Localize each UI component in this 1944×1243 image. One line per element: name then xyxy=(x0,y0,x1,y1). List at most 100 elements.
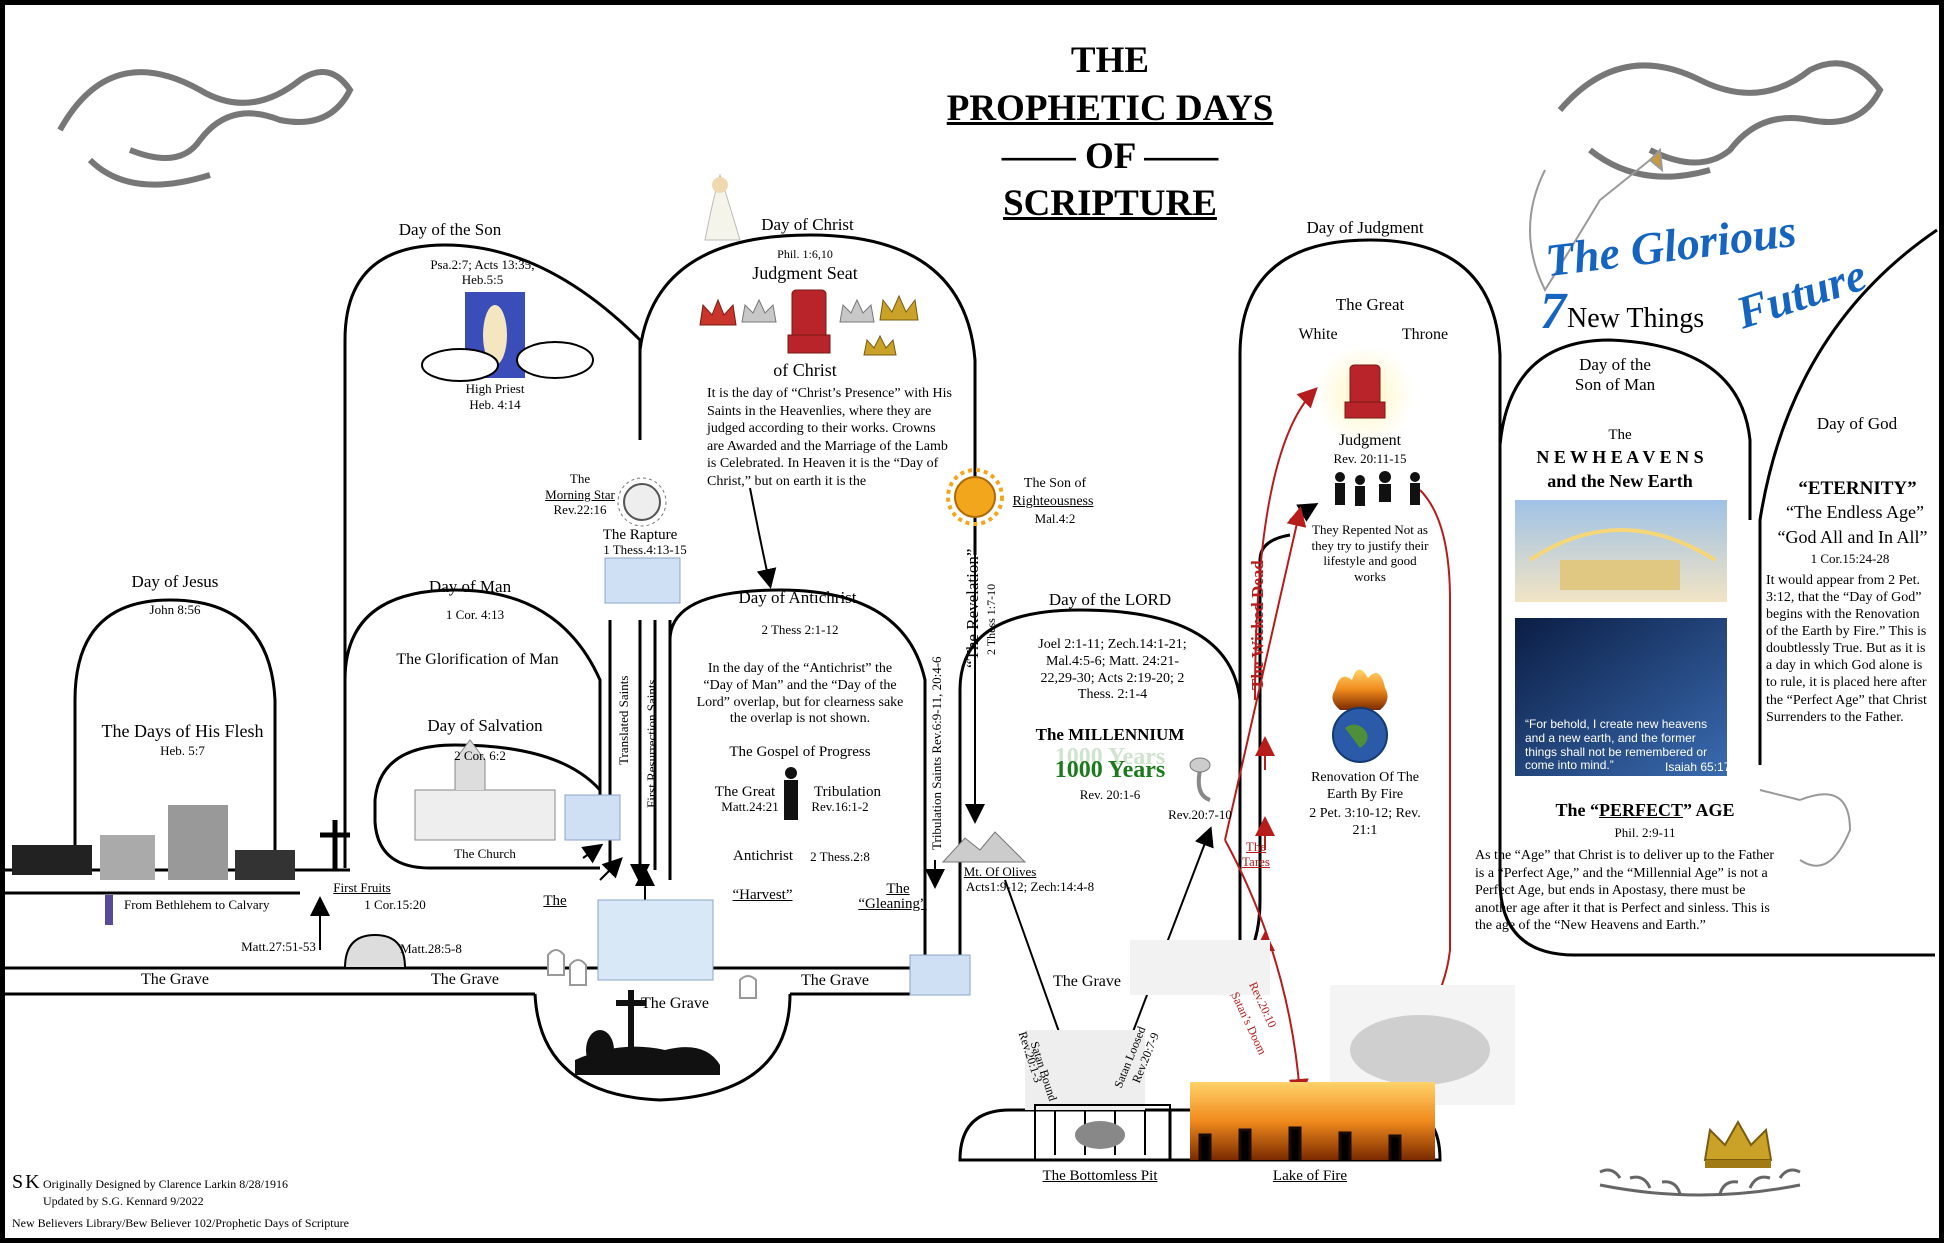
bride-image xyxy=(704,173,741,241)
morning-star-label: The xyxy=(569,471,591,486)
rapture-ref: 1 Thess.4:13-15 xyxy=(603,542,687,557)
ascension-image xyxy=(421,292,594,382)
lake-of-fire-image xyxy=(1190,1082,1435,1160)
judged-figures xyxy=(1335,471,1420,506)
day-of-christ-label: Day of Christ xyxy=(761,215,854,234)
great-tribulation-2: Tribulation xyxy=(814,784,881,800)
god-ref: 1 Cor.15:24-28 xyxy=(1810,551,1890,566)
matt2751-label: Matt.27:51-53 xyxy=(241,939,316,954)
great-white-throne-image xyxy=(1315,345,1415,445)
grave-label-2: The Grave xyxy=(431,971,499,988)
gleaning-label-1: The xyxy=(886,881,910,897)
jesus-ref: John 8:56 xyxy=(149,602,201,617)
judgment-label: Judgment xyxy=(1338,432,1402,449)
high-priest-label: High Priest xyxy=(465,381,525,396)
gleaning-image xyxy=(909,954,971,996)
title-line-4: SCRIPTURE xyxy=(1003,183,1217,224)
harvest-label: “Harvest” xyxy=(732,887,793,903)
high-priest-ref: Heb. 4:14 xyxy=(469,397,521,412)
glorious-number: 7 xyxy=(1540,283,1566,340)
years-label: 1000 Years xyxy=(1054,757,1166,783)
title-line-3: —— OF —— xyxy=(1001,136,1219,177)
eternity-label: “ETERNITY” xyxy=(1798,478,1917,499)
antichrist-body: In the day of the “Antichrist” the “Day … xyxy=(696,661,904,727)
translated-saints-label: Translated Saints xyxy=(616,675,631,765)
angel-trumpet-bottom xyxy=(1759,789,1852,867)
revelation-label: “The Revelation” xyxy=(963,548,982,668)
perfect-ref: Phil. 2:9-11 xyxy=(1614,825,1676,840)
morning-star-label-2: Morning Star xyxy=(545,487,615,502)
morning-star-ref: Rev.22:16 xyxy=(553,502,607,517)
righteousness-ref: Mal.4:2 xyxy=(1034,511,1076,526)
bottomless-pit-label: The Bottomless Pit xyxy=(1042,1168,1158,1184)
antichrist-ref-2: 2 Thess.2:8 xyxy=(810,849,870,864)
new-heavens-image xyxy=(1515,500,1727,602)
god-all-label: “God All and In All” xyxy=(1777,527,1928,547)
glorification-label: The Glorification of Man xyxy=(396,651,559,668)
antichrist-figure xyxy=(784,767,798,820)
crowns-and-throne xyxy=(699,289,919,356)
tares-label: The Tares xyxy=(1242,839,1270,869)
flesh-ref: Heb. 5:7 xyxy=(160,743,205,758)
glorious-sub: New Things xyxy=(1567,303,1705,334)
day-of-the-son-label: Day of the Son xyxy=(398,220,502,239)
years-ghost: 1000 Years xyxy=(1054,744,1166,770)
new-earth-image xyxy=(1515,618,1727,776)
crown-icon xyxy=(1703,1119,1773,1168)
lord-refs: Joel 2:1-11; Zech.14:1-21; Mal.4:5-6; Ma… xyxy=(1038,637,1187,703)
repented-not-text: They Repented Not as they try to justify… xyxy=(1311,522,1429,584)
church-rising-image xyxy=(564,794,621,841)
great-tribulation-1: The Great xyxy=(714,784,776,800)
nativity-silhouette xyxy=(12,805,350,925)
grave-label-3: The Grave xyxy=(641,995,709,1012)
man-ref: 1 Cor. 4:13 xyxy=(445,607,505,622)
renovation-label: Renovation Of The Earth By Fire xyxy=(1311,770,1419,802)
first-fruits-label: First Fruits xyxy=(333,880,391,895)
serpent-icon xyxy=(1189,757,1211,802)
morning-star-icon xyxy=(617,477,667,527)
resurrection-image xyxy=(597,899,714,981)
rapture-image xyxy=(604,557,681,604)
bottomless-pit-image xyxy=(1034,1104,1171,1161)
day-of-antichrist-label: Day of Antichrist xyxy=(738,588,857,607)
sun-of-righteousness-icon xyxy=(946,468,1004,526)
of-christ-label: of Christ xyxy=(773,360,837,380)
title-line-2: PROPHETIC DAYS xyxy=(946,88,1274,129)
antichrist-ref: 2 Thess 2:1-12 xyxy=(761,622,839,637)
the-harvest-prefix: The xyxy=(543,893,567,909)
christ-body-text: It is the day of “Christ’s Presence” wit… xyxy=(707,386,952,489)
first-fruits-ref: 1 Cor.15:20 xyxy=(364,897,426,912)
sk-monogram: SK xyxy=(12,1171,42,1193)
christ-ref: Phil. 1:6,10 xyxy=(777,247,833,261)
scroll-ornament-right xyxy=(1557,60,1884,180)
first-resurrection-label: First Resurrection Saints xyxy=(644,679,659,808)
mount-of-olives-image xyxy=(941,831,1027,863)
day-of-god-label: Day of God xyxy=(1816,414,1898,433)
day-of-son-of-man-label: Day of the Son of Man xyxy=(1574,355,1656,394)
olives-label: Mt. Of Olives xyxy=(963,864,1037,879)
burning-earth-image xyxy=(1332,669,1388,763)
bethlehem-label: From Bethlehem to Calvary xyxy=(124,897,270,912)
day-of-salvation-label: Day of Salvation xyxy=(427,716,543,735)
great-label: The Great xyxy=(1335,295,1405,314)
rev207-label: Rev.20:7-10 xyxy=(1168,807,1232,822)
scroll-ornament-left xyxy=(57,69,354,188)
matt285-label: Matt.28:5-8 xyxy=(400,941,462,956)
antichrist-label: Antichrist xyxy=(733,848,793,864)
isaiah-ref: Isaiah 65:17 xyxy=(1665,760,1731,774)
title-line-1: THE xyxy=(1070,40,1150,81)
white-label: White xyxy=(1298,326,1338,343)
grave-label-4: The Grave xyxy=(801,972,869,989)
son-of-label: The Son of xyxy=(1023,476,1087,491)
graveyard-silhouette xyxy=(575,990,720,1075)
new-heavens-label: N E W H E A V E N S xyxy=(1536,447,1704,467)
grave-label-1: The Grave xyxy=(141,971,209,988)
isaiah-quote: “For behold, I create new heavens and a … xyxy=(1525,717,1708,773)
trib-ref-2: Rev.16:1-2 xyxy=(811,799,869,814)
lake-of-fire-label: Lake of Fire xyxy=(1272,1168,1348,1184)
millennium-ref: Rev. 20:1-6 xyxy=(1079,787,1141,802)
credit-line-3: New Believers Library/Bew Believer 102/P… xyxy=(12,1216,349,1230)
day-of-jesus-label: Day of Jesus xyxy=(131,572,219,591)
